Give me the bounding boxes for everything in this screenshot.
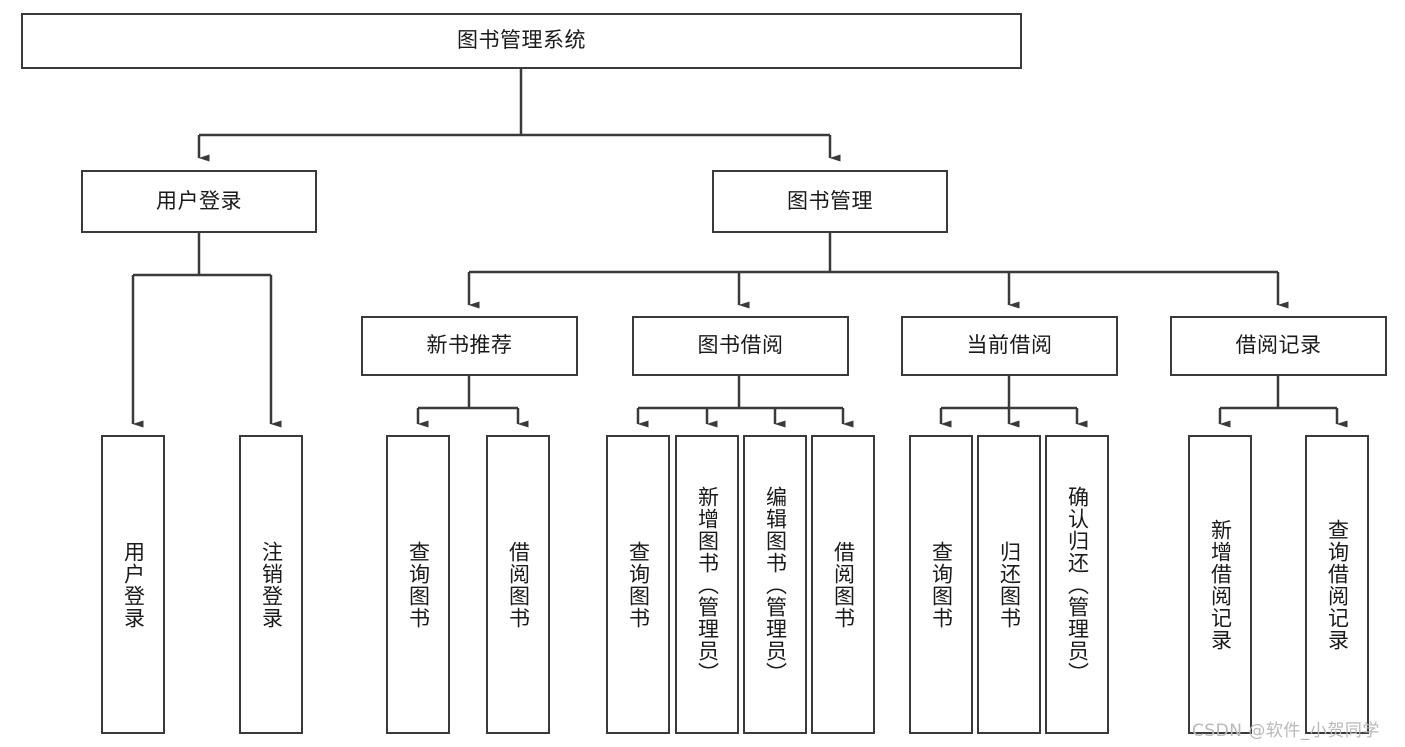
- node-label: 确认归还（管理员）: [1065, 485, 1090, 684]
- node-label: 图书管理: [787, 188, 873, 213]
- node-current-borrow[interactable]: 当前借阅: [901, 316, 1118, 376]
- node-label: 新增图书（管理员）: [695, 485, 720, 684]
- node-label: 查询借阅记录: [1325, 518, 1350, 651]
- leaf-add-borrow-record[interactable]: 新增借阅记录: [1188, 435, 1252, 734]
- leaf-edit-book-admin[interactable]: 编辑图书（管理员）: [743, 435, 807, 734]
- leaf-current-query-book[interactable]: 查询图书: [909, 435, 973, 734]
- leaf-add-book-admin[interactable]: 新增图书（管理员）: [675, 435, 739, 734]
- node-label: 图书借阅: [697, 333, 784, 358]
- leaf-borrow-borrow-book[interactable]: 借阅图书: [811, 435, 875, 734]
- node-book-borrow[interactable]: 图书借阅: [632, 316, 849, 376]
- node-label: 注销登录: [259, 540, 284, 629]
- watermark-text: CSDN @软件_小贺同学: [1192, 721, 1380, 741]
- node-user-login[interactable]: 用户登录: [81, 170, 317, 233]
- node-label: 借阅图书: [831, 540, 856, 629]
- node-label: 借阅图书: [506, 540, 531, 629]
- node-book-management[interactable]: 图书管理: [712, 170, 948, 233]
- leaf-return-book[interactable]: 归还图书: [977, 435, 1041, 734]
- node-label: 当前借阅: [966, 333, 1053, 358]
- node-label: 查询图书: [626, 540, 651, 629]
- leaf-confirm-return-admin[interactable]: 确认归还（管理员）: [1045, 435, 1109, 734]
- node-label: 借阅记录: [1235, 333, 1322, 358]
- leaf-borrow-query-book[interactable]: 查询图书: [606, 435, 670, 734]
- node-new-book-recommend[interactable]: 新书推荐: [361, 316, 578, 376]
- node-label: 查询图书: [406, 540, 431, 629]
- leaf-query-borrow-record[interactable]: 查询借阅记录: [1305, 435, 1369, 734]
- leaf-recommend-borrow-book[interactable]: 借阅图书: [486, 435, 550, 734]
- node-label: 图书管理系统: [457, 28, 586, 53]
- node-borrow-record[interactable]: 借阅记录: [1170, 316, 1387, 376]
- leaf-logout[interactable]: 注销登录: [239, 435, 303, 734]
- node-label: 用户登录: [121, 540, 146, 629]
- node-label: 用户登录: [156, 188, 242, 213]
- node-label: 归还图书: [997, 540, 1022, 629]
- leaf-recommend-query-book[interactable]: 查询图书: [386, 435, 450, 734]
- node-book-management-system[interactable]: 图书管理系统: [21, 13, 1022, 69]
- node-label: 新书推荐: [426, 333, 513, 358]
- leaf-user-login[interactable]: 用户登录: [101, 435, 165, 734]
- node-label: 编辑图书（管理员）: [763, 485, 788, 684]
- node-label: 新增借阅记录: [1208, 518, 1233, 651]
- node-label: 查询图书: [929, 540, 954, 629]
